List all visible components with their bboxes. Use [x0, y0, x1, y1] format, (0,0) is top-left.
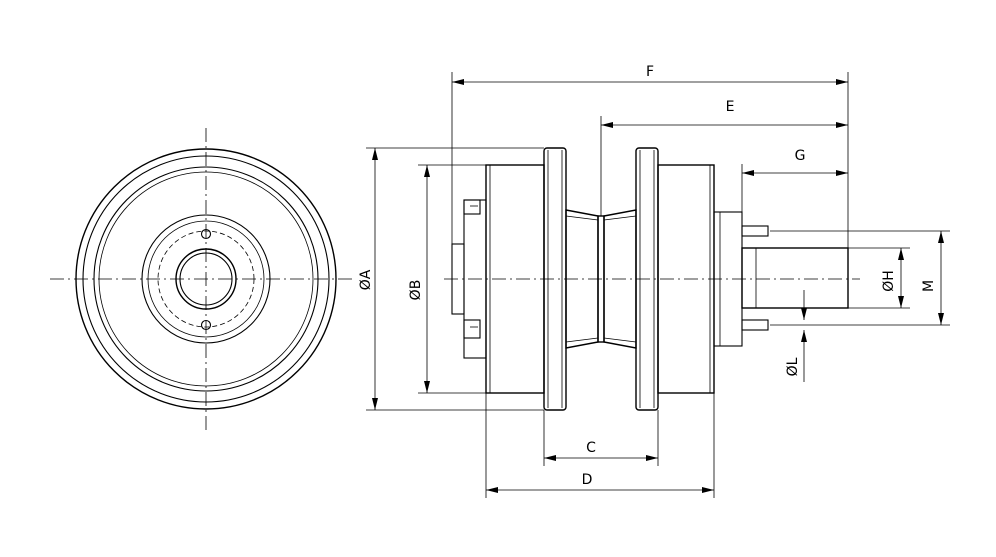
dim-label-m: M	[921, 280, 937, 292]
dim-label-g: G	[795, 148, 806, 164]
bolt-top	[741, 225, 769, 237]
dim-label-d: D	[582, 472, 593, 488]
dim-label-h: ØH	[881, 270, 897, 292]
shaft	[741, 247, 849, 309]
dim-label-l: ØL	[785, 357, 801, 376]
front-view	[50, 128, 355, 432]
side-view	[444, 147, 860, 411]
dim-label-b: ØB	[408, 280, 424, 301]
dim-label-f: F	[646, 64, 654, 80]
collar-screw-top	[463, 199, 481, 215]
dimensions: F E G ØA ØB C	[358, 64, 950, 498]
dim-label-c: C	[586, 440, 596, 456]
bolt-bottom	[741, 319, 769, 331]
dim-label-a: ØA	[358, 269, 374, 290]
collar-screw-bottom	[463, 319, 481, 339]
dim-label-e: E	[726, 99, 735, 115]
